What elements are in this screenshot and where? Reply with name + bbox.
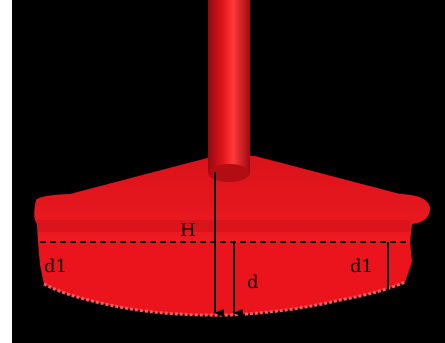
label-d1-left: d1 [44,256,67,277]
label-d: d [247,272,259,293]
label-H: H [180,220,196,241]
object-rim-shade [37,220,410,232]
object-rod-base [208,164,250,182]
label-d1-right: d1 [350,256,373,277]
object-rod [208,0,250,174]
object-lower-part [38,242,412,316]
object-bottom-edge [43,280,406,317]
object-upper-plate [34,156,430,242]
